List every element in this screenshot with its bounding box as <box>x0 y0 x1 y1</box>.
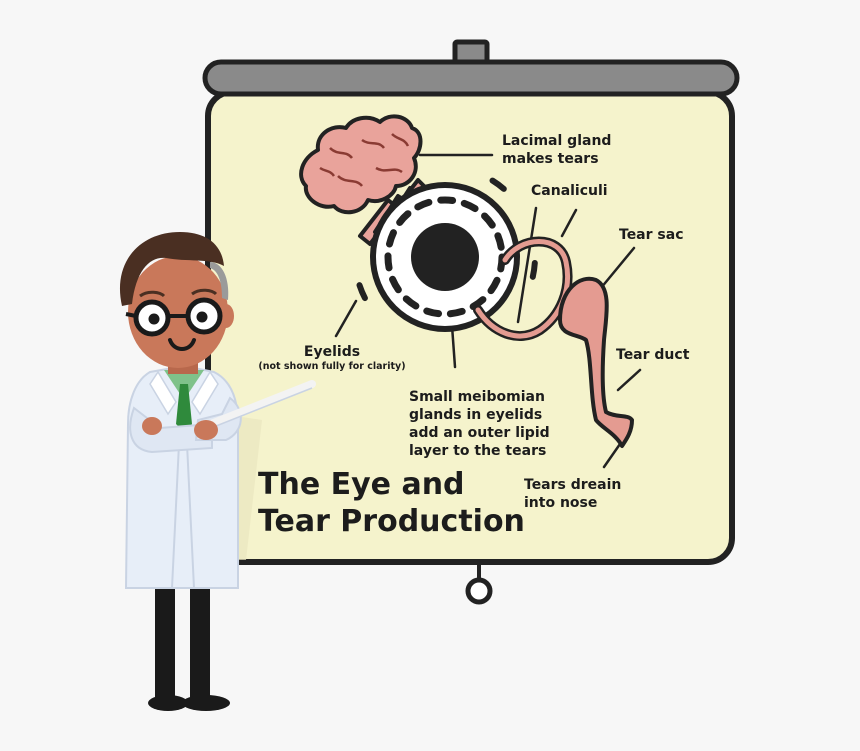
label-lacrimal-line1: Lacimal gland <box>502 133 612 149</box>
screen-pull-ring <box>465 577 493 605</box>
label-meibomian-line2: glands in eyelids <box>409 407 543 423</box>
title-line2: Tear Production <box>258 504 525 539</box>
leader-canaliculi-left <box>516 206 538 324</box>
label-nose-line1: Tears dreain <box>524 477 622 493</box>
head <box>128 256 228 368</box>
label-tear-sac: Tear sac <box>619 227 684 243</box>
shoe-right <box>182 695 230 711</box>
hair <box>119 232 224 306</box>
leg-right <box>190 585 210 703</box>
shoe-left <box>148 695 188 711</box>
label-eyelids: Eyelids (not shown fully for clarity) <box>250 343 414 373</box>
label-nose: Tears dreain into nose <box>524 476 621 512</box>
title-line1: The Eye and <box>258 467 465 502</box>
label-lacrimal-gland: Lacimal gland makes tears <box>502 132 611 168</box>
smile <box>168 338 196 351</box>
tear-sac-shape <box>558 276 634 448</box>
pointer-stick <box>202 380 316 430</box>
diagram-title: The Eye and Tear Production <box>258 466 525 540</box>
leg-left <box>155 585 175 703</box>
label-eyelids-title: Eyelids <box>303 344 361 360</box>
leader-tear-duct <box>616 368 642 392</box>
pupil <box>411 223 479 291</box>
leader-canaliculi-right <box>560 208 578 238</box>
label-nose-line2: into nose <box>524 495 598 511</box>
label-meibomian-line1: Small meibomian <box>409 389 545 405</box>
leader-nose <box>602 442 622 469</box>
label-lacrimal-line2: makes tears <box>502 151 599 167</box>
tear-drainage <box>473 236 634 448</box>
hand-left <box>142 417 162 435</box>
label-tear-duct: Tear duct <box>616 347 690 363</box>
hand-right <box>194 420 218 440</box>
label-meibomian: Small meibomian glands in eyelids add an… <box>409 388 550 460</box>
ear-right <box>218 304 234 328</box>
label-canaliculi: Canaliculi <box>531 183 608 199</box>
screen-roller <box>202 59 740 97</box>
label-eyelids-note: (not shown fully for clarity) <box>258 361 406 372</box>
doctor-character <box>119 232 316 711</box>
leader-eyelids <box>334 299 358 338</box>
tie <box>176 384 192 432</box>
label-meibomian-line3: add an outer lipid <box>409 425 550 441</box>
leader-lines <box>334 153 642 469</box>
label-meibomian-line4: layer to the tears <box>409 443 547 459</box>
